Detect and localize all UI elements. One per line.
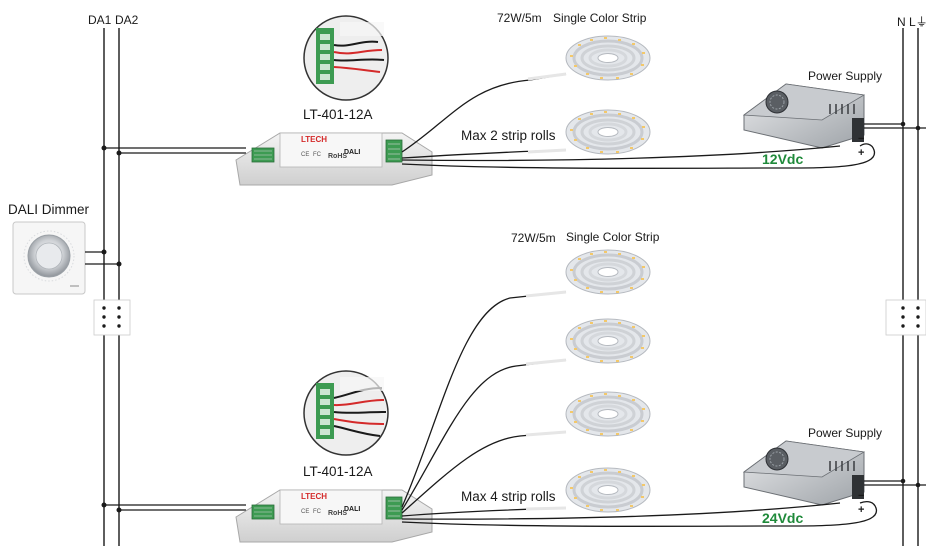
strip-roll-bottom-1 (564, 248, 652, 296)
da2-label: DA2 (115, 13, 139, 27)
strip-roll-bottom-4 (564, 466, 652, 514)
svg-text:−: − (858, 133, 864, 145)
terminal-zoom-top (303, 15, 389, 101)
wire-bottom-psu-neg (401, 502, 841, 520)
brand-bottom: LTECH (301, 492, 328, 501)
power-supply-bottom: − + (742, 440, 926, 516)
svg-text:−: − (858, 490, 864, 502)
mains-label: N L⏚ (897, 15, 926, 29)
terminal-zoom-bottom (303, 370, 389, 456)
da1-label: DA1 (88, 13, 112, 27)
wire-bottom-strip1 (401, 291, 567, 508)
ce-mark-top: CE (301, 152, 310, 158)
top-voltage: 12Vdc (762, 151, 804, 167)
strip-roll-bottom-2 (564, 317, 652, 365)
fc-mark-top: FC (313, 152, 321, 158)
wire-top-strip1 (401, 73, 567, 153)
dali-dimmer (12, 221, 122, 295)
top-max-rolls: Max 2 strip rolls (461, 128, 556, 143)
bottom-voltage: 24Vdc (762, 510, 804, 526)
svg-text:+: + (858, 147, 864, 159)
top-strip-power: 72W/5m (497, 11, 542, 25)
bottom-max-rolls: Max 4 strip rolls (461, 489, 556, 504)
dali-mark-top: DALI (344, 149, 361, 156)
brand-top: LTECH (301, 135, 328, 144)
strip-roll-bottom-3 (564, 390, 652, 438)
svg-text:+: + (858, 504, 864, 516)
wire-top-psu-pos (401, 143, 875, 169)
controller-top (101, 132, 433, 186)
controller-top-label: LT-401-12A (303, 107, 373, 122)
controller-bottom-label: LT-401-12A (303, 464, 373, 479)
bottom-strip-type: Single Color Strip (566, 230, 660, 244)
dali-mark-bottom: DALI (344, 506, 361, 513)
fc-mark-bottom: FC (313, 509, 321, 515)
wire-bottom-strip3 (401, 431, 567, 514)
strip-roll-top-2 (564, 108, 652, 156)
dali-bus (93, 28, 131, 546)
mains-bus (885, 28, 926, 546)
strip-roll-top-1 (564, 34, 652, 82)
rohs-mark-top: RoHS (328, 153, 348, 160)
dimmer-label: DALI Dimmer (8, 202, 90, 217)
wire-bottom-psu-pos (401, 501, 877, 527)
power-supply-top: − + (742, 83, 926, 159)
ce-mark-bottom: CE (301, 509, 310, 515)
wire-bottom-strip2 (401, 359, 567, 511)
top-psu-label: Power Supply (808, 69, 883, 83)
controller-bottom (101, 489, 433, 543)
rohs-mark-bottom: RoHS (328, 510, 348, 517)
top-strip-type: Single Color Strip (553, 11, 647, 25)
wire-top-psu-neg (401, 145, 841, 162)
bottom-psu-label: Power Supply (808, 426, 883, 440)
bottom-strip-power: 72W/5m (511, 231, 556, 245)
